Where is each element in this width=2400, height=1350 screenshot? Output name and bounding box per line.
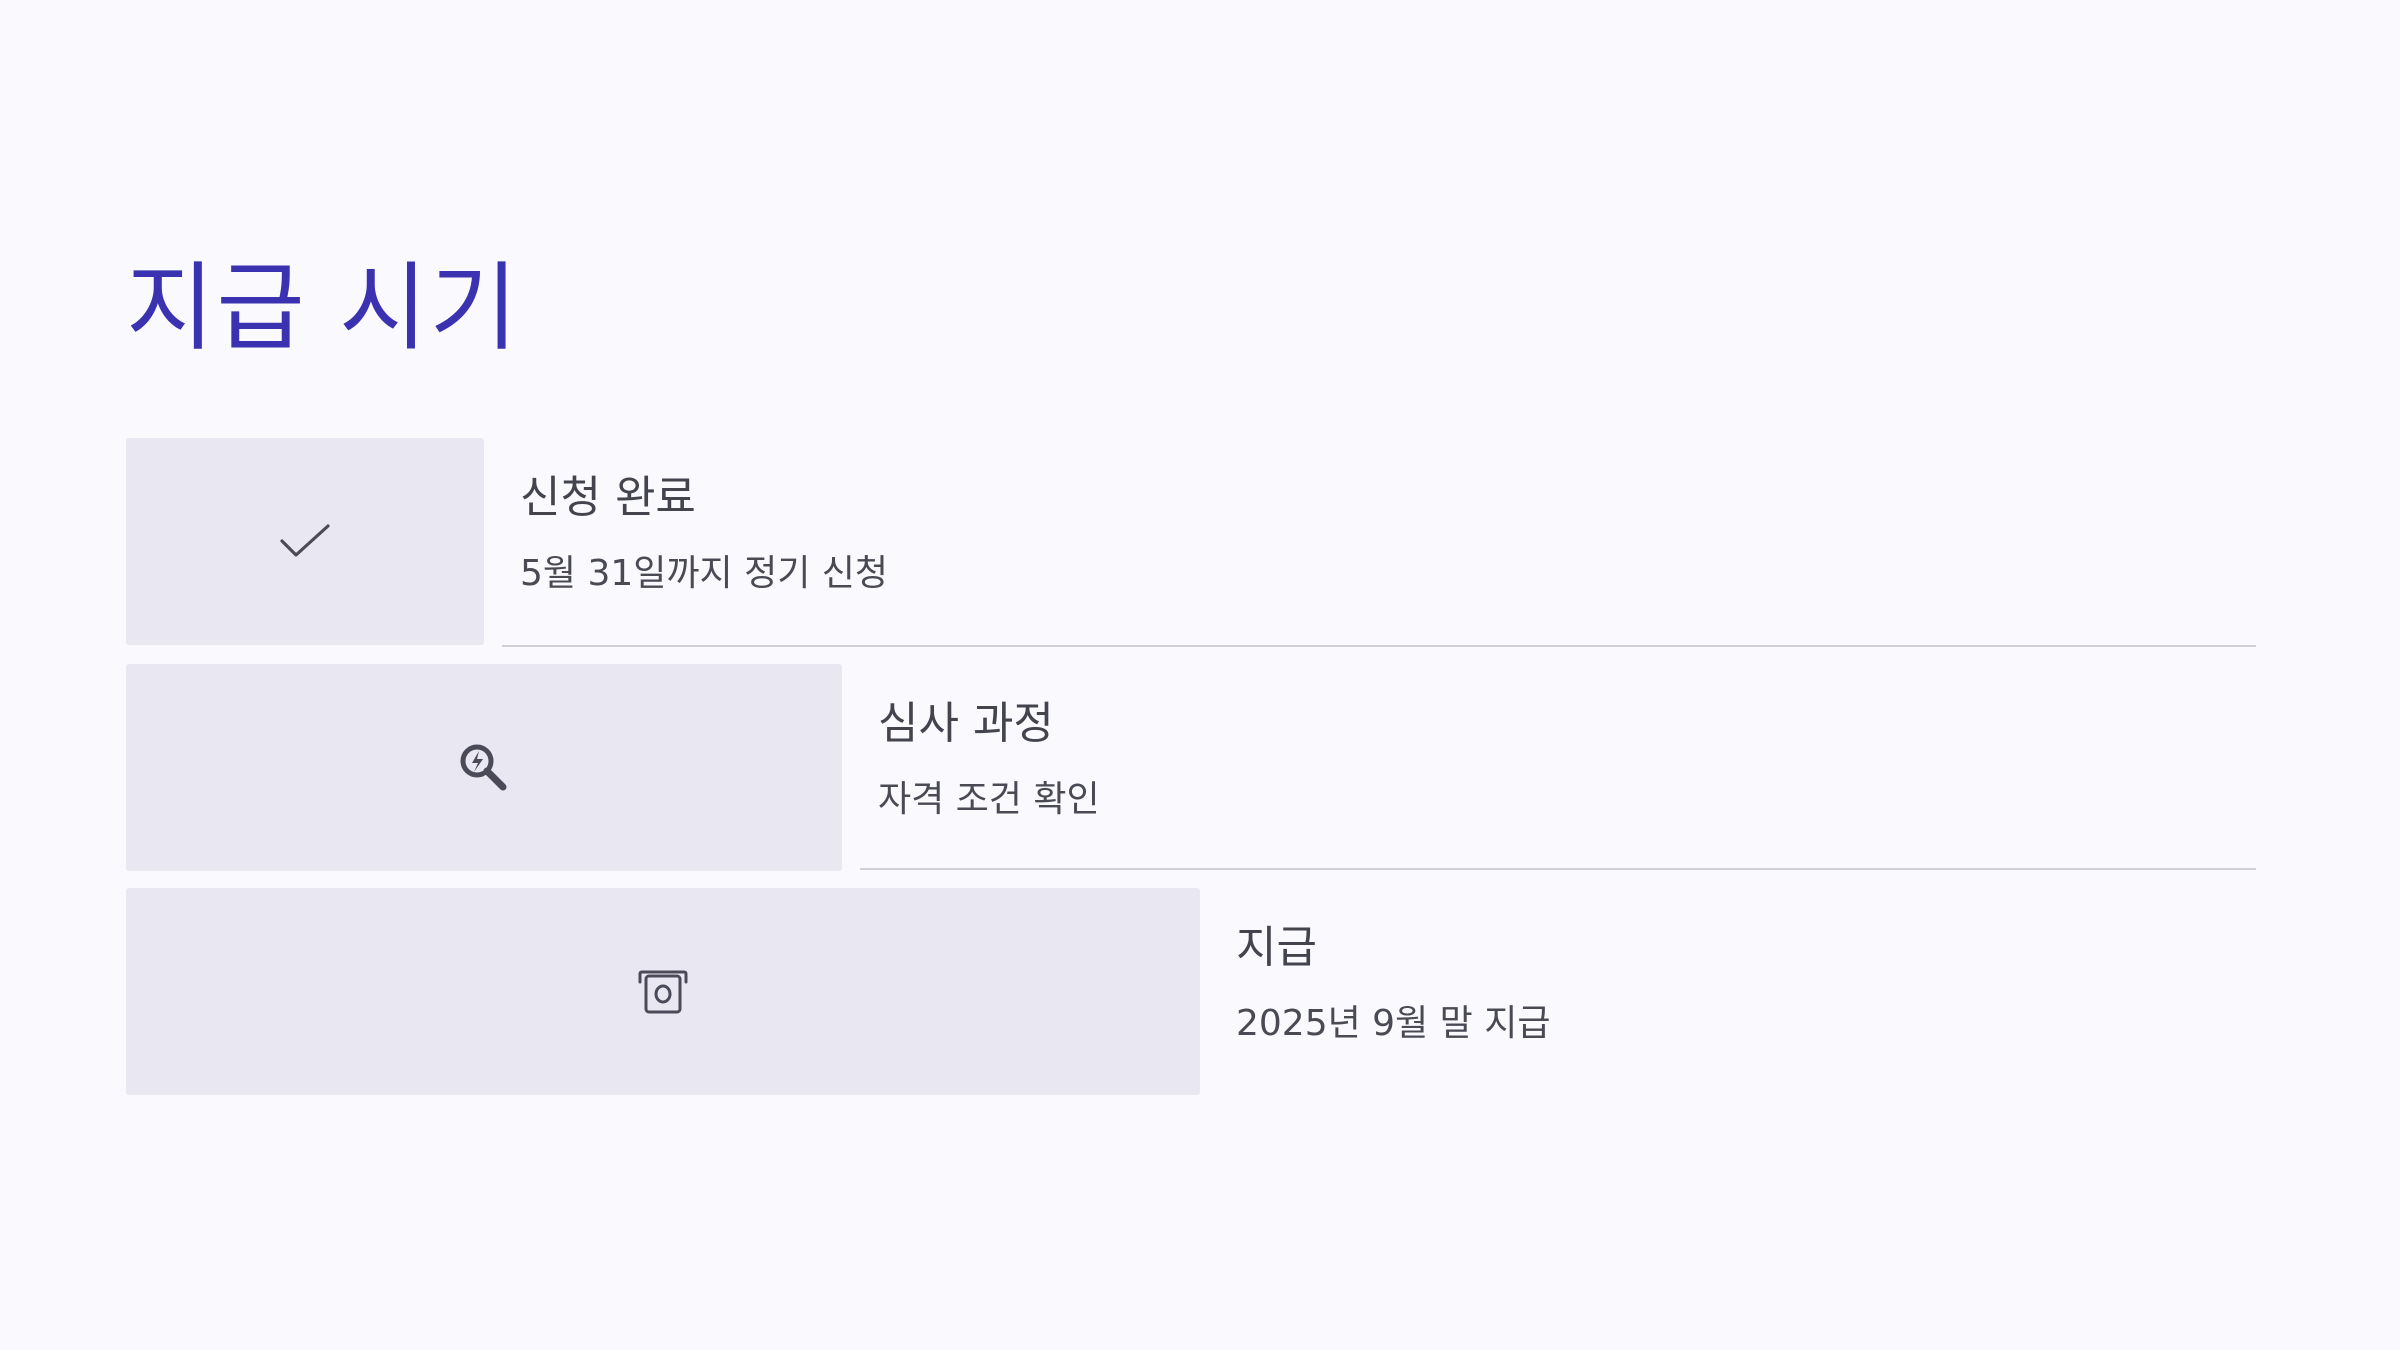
step-2-icon-box <box>126 664 842 871</box>
step-1-divider <box>502 645 2256 647</box>
step-3-description: 2025년 9월 말 지급 <box>1236 1003 1551 1044</box>
step-2-text: 심사 과정 자격 조건 확인 <box>878 696 1100 824</box>
step-1-description: 5월 31일까지 정기 신청 <box>520 553 889 594</box>
step-1-icon-box <box>126 438 484 645</box>
step-2-title: 심사 과정 <box>878 698 1054 749</box>
checkmark-icon <box>275 512 335 572</box>
magnifier-review-icon <box>454 738 514 798</box>
step-3-title: 지급 <box>1236 922 1317 973</box>
step-1-title: 신청 완료 <box>520 472 696 523</box>
step-3-text: 지급 2025년 9월 말 지급 <box>1236 920 1550 1048</box>
page-title: 지급 시기 <box>126 252 520 364</box>
step-2-divider <box>860 868 2256 870</box>
cash-withdrawal-icon <box>633 962 693 1022</box>
step-3-icon-box <box>126 888 1200 1095</box>
step-1-text: 신청 완료 5월 31일까지 정기 신청 <box>520 470 888 598</box>
step-2-description: 자격 조건 확인 <box>878 779 1100 820</box>
